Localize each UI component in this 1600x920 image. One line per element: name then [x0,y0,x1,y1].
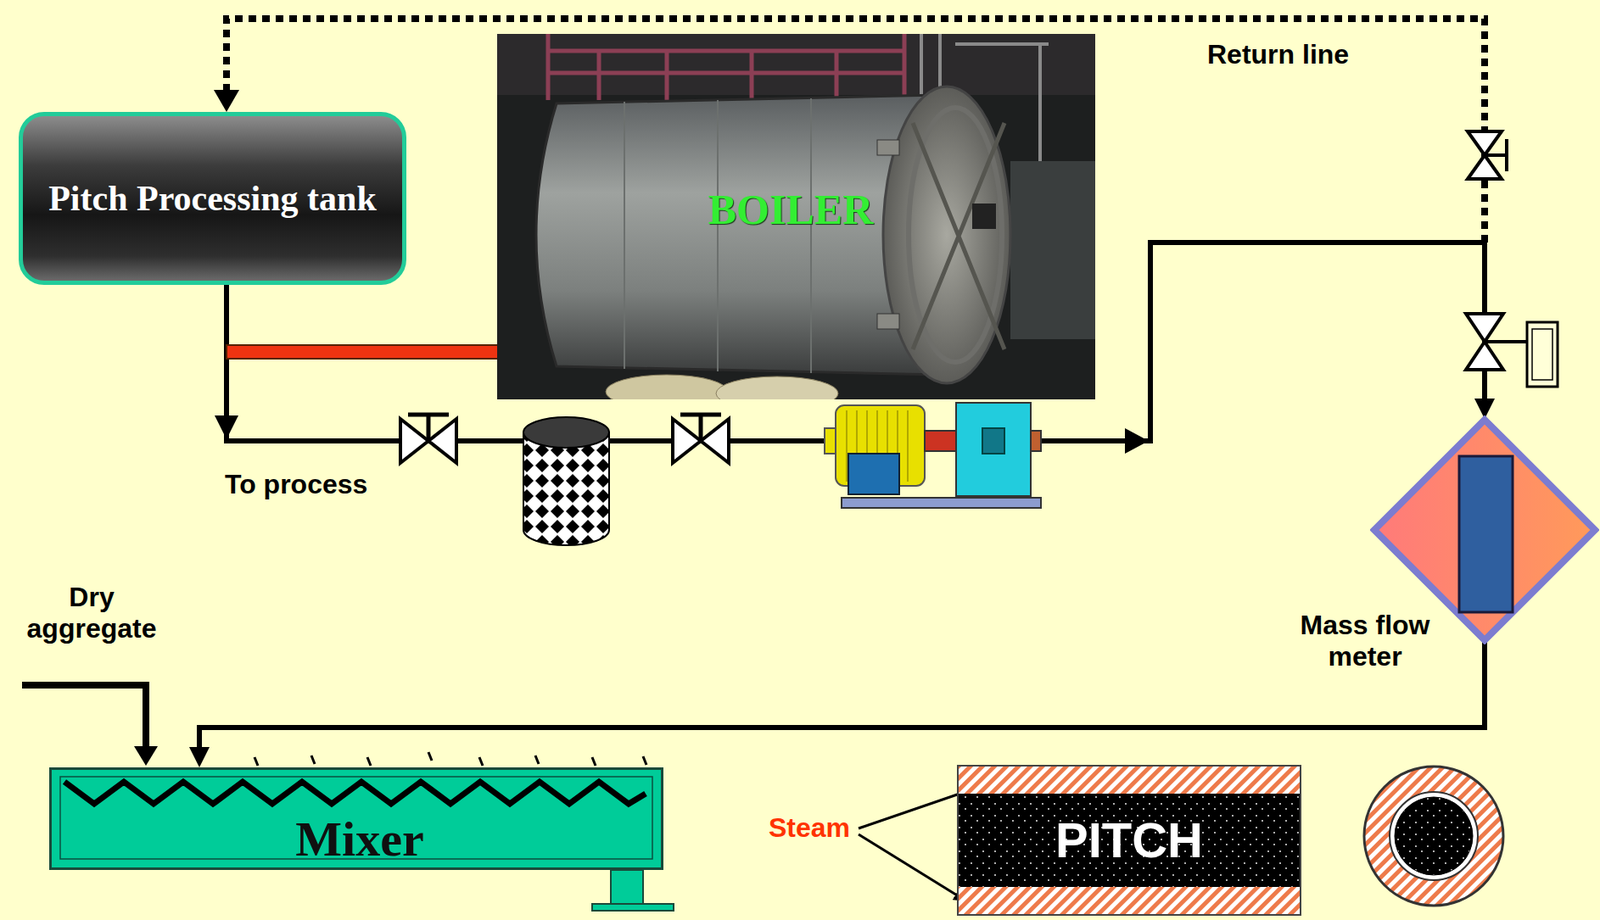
sight-glass [972,203,996,230]
door-braces [912,123,1005,350]
filter-top [523,417,610,448]
mass-flow-meter: Mass flow meter [1370,415,1600,645]
pipe-wall [1389,792,1478,881]
boiler-photo-box: BOILER [497,33,1096,400]
jacketed-pipe-section [1364,766,1504,907]
control-valve [1465,313,1504,342]
mixer-label: Mixer [295,812,424,868]
valve-stem [1484,340,1528,344]
gate-valve [672,419,701,464]
control-valve [1465,341,1504,370]
valve-handle [1484,139,1507,172]
steam-label: Steam [768,812,851,845]
meter-label: Mass flow meter [1280,609,1450,673]
section-outline [957,766,1301,916]
motor-box [848,453,900,495]
flow-arrow [214,415,239,440]
meter-diamond [1374,419,1595,641]
steam-jacket [956,887,1302,917]
gate-valve [400,419,429,464]
flow-arrow [1124,428,1149,454]
drum [716,376,839,400]
dry-aggregate-label: Dry aggregate [15,581,168,645]
return-arrow-head [213,89,240,112]
pump-baseplate [841,497,1041,509]
return-line-label: Return line [1207,39,1349,71]
to-process-label: To process [224,469,368,501]
valve-actuator [1527,322,1558,387]
filter-body [523,432,610,546]
pitch-section: PITCH [956,765,1302,917]
shell-seams [624,98,812,374]
return-valve [1467,155,1502,180]
mixer-foot [592,904,674,912]
steel-frame [548,33,905,101]
pitch-label: PITCH [1055,813,1203,868]
hinge [877,139,900,156]
aggregate-feed-line [22,685,146,750]
photo-ground [497,33,1096,400]
processing-tank: Pitch Processing tank [18,111,407,286]
hinge [877,313,900,330]
valve-stem [680,414,722,442]
meter-tube [1459,456,1513,613]
drum [605,374,728,400]
boiler-label: BOILER [708,186,874,234]
gate-valve [428,419,457,464]
mixer-box: Mixer [49,767,664,871]
steam-jacket [956,765,1302,795]
return-valve [1467,131,1502,156]
valve-stem [408,414,449,442]
pitch-band [956,794,1302,888]
steam-leader [858,834,966,901]
coupling [924,430,957,452]
boiler-door [883,86,1011,384]
steam-heating-line [226,345,498,359]
auger-blades [64,782,646,805]
mixer-stand [610,870,644,905]
pump-casing [956,402,1031,497]
burner [1010,161,1096,340]
pitch-core [1394,797,1473,876]
falling-aggregate [254,752,647,767]
valve-actuator [1532,329,1553,381]
gate-valve [700,419,729,464]
pipe-connector [199,641,1485,758]
tank-label: Pitch Processing tank [48,179,377,219]
pump-port [982,428,1005,454]
feed-arrow-head [134,746,158,767]
pump-flange [1030,430,1041,452]
